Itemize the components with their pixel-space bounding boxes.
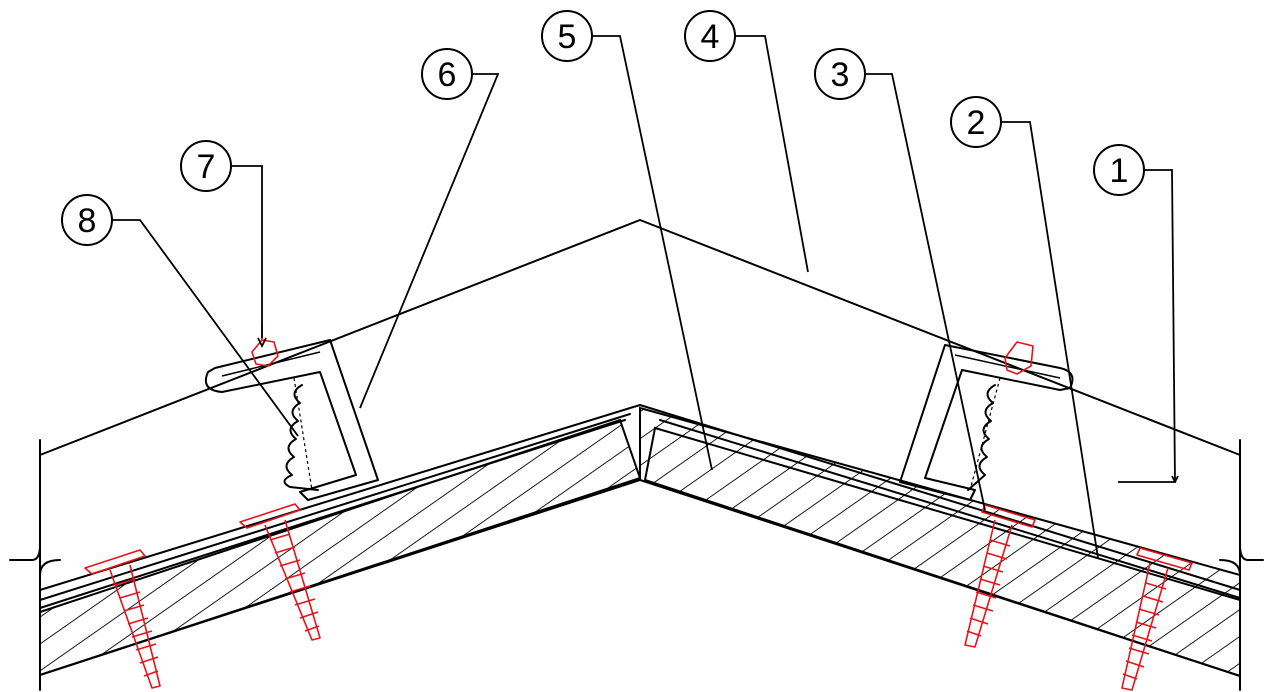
callout-3-label: 3 — [831, 56, 850, 94]
callout-3: 3 — [814, 48, 866, 100]
right-roof-slope — [639, 404, 1241, 678]
break-mark-left — [9, 544, 61, 576]
left-roof-slope — [39, 404, 642, 677]
leader-lines — [112, 35, 1179, 559]
callout-1-label: 1 — [1110, 152, 1129, 190]
callout-6: 6 — [421, 48, 473, 100]
screw-right-inner — [964, 504, 1036, 648]
callout-8: 8 — [61, 194, 113, 246]
left-weld-bead — [283, 377, 319, 491]
callout-4: 4 — [684, 10, 736, 62]
fastener-top-left — [251, 325, 279, 367]
callout-2: 2 — [950, 96, 1002, 148]
screw-left-inner — [239, 503, 321, 641]
screw-left-outer — [84, 549, 161, 689]
callout-1: 1 — [1093, 144, 1145, 196]
callout-5: 5 — [541, 10, 593, 62]
callout-7: 7 — [180, 140, 232, 192]
screw-right-outer — [1121, 547, 1193, 691]
fastener-top-right — [1004, 341, 1034, 375]
callout-8-label: 8 — [78, 202, 97, 240]
callout-4-label: 4 — [701, 18, 720, 56]
right-clip-bracket — [899, 344, 1074, 501]
callout-2-label: 2 — [967, 104, 986, 142]
callout-6-label: 6 — [438, 56, 457, 94]
right-weld-bead — [967, 377, 1001, 491]
callout-5-label: 5 — [558, 18, 577, 56]
callout-7-label: 7 — [197, 148, 216, 186]
break-mark-right — [1219, 544, 1264, 576]
